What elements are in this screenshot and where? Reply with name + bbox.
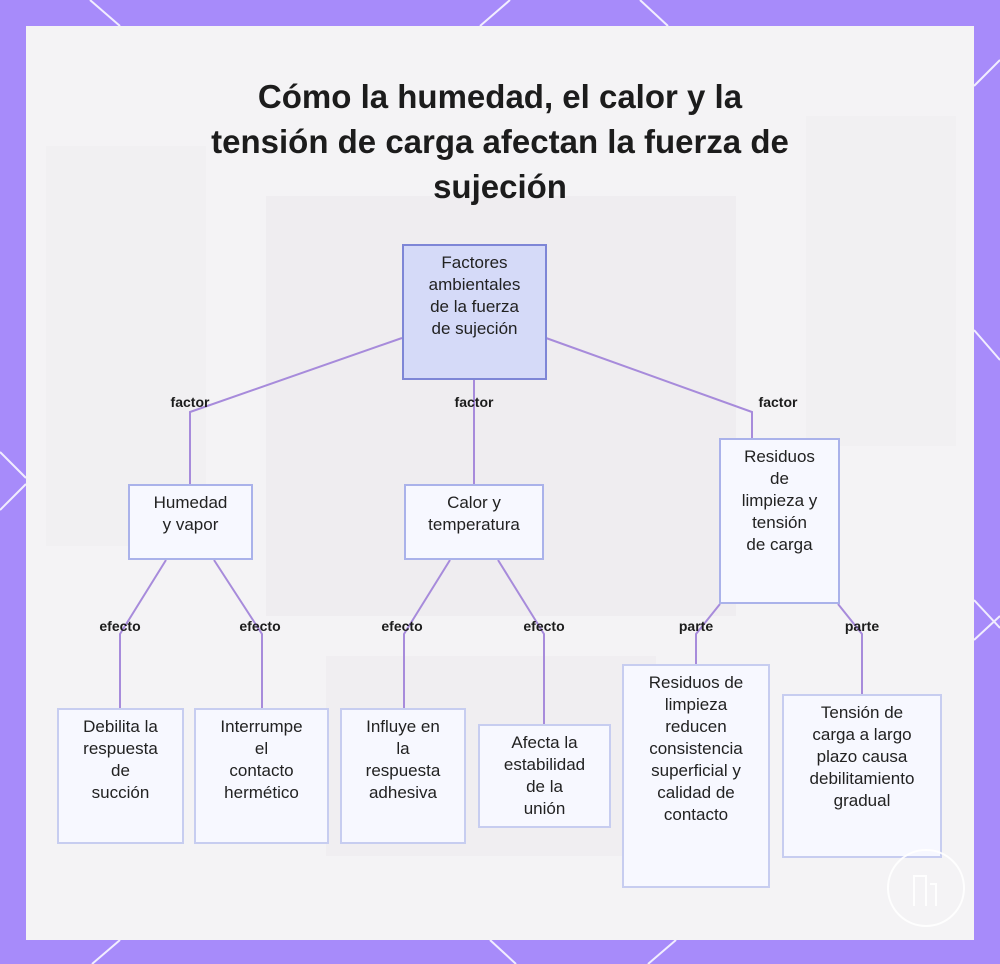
node-influye-adhesiva: Influye en la respuesta adhesiva: [340, 708, 466, 844]
node-humedad-vapor: Humedad y vapor: [128, 484, 253, 560]
diagram-title: Cómo la humedad, el calor y la tensión d…: [211, 78, 789, 205]
node-afecta-estabilidad: Afecta la estabilidad de la unión: [478, 724, 611, 828]
node-debilita-succion: Debilita la respuesta de succión: [57, 708, 184, 844]
node-interrumpe-contacto: Interrumpe el contacto hermético: [194, 708, 329, 844]
edge-label-parte: parte: [844, 618, 880, 634]
diagram-panel: Cómo la humedad, el calor y la tensión d…: [26, 26, 974, 940]
node-residuos-tension: Residuos de limpieza y tensión de carga: [719, 438, 840, 604]
edge-label-efecto: efecto: [523, 618, 565, 634]
edge-label-efecto: efecto: [381, 618, 423, 634]
edge-label-factor: factor: [758, 394, 798, 410]
edge-label-factor: factor: [454, 394, 494, 410]
brand-logo-icon: [887, 849, 965, 927]
connector-lines: [119, 337, 863, 724]
edge-label-parte: parte: [678, 618, 714, 634]
edge-label-efecto: efecto: [99, 618, 141, 634]
edge-label-factor: factor: [170, 394, 210, 410]
edge-root-humedad: [189, 337, 403, 484]
edge-calor-c2: [497, 559, 545, 724]
edge-residuos-r1: [695, 603, 721, 664]
node-calor-temperatura: Calor y temperatura: [404, 484, 544, 560]
node-tension-largo-plazo: Tensión de carga a largo plazo causa deb…: [782, 694, 942, 858]
edge-residuos-r2: [837, 603, 863, 694]
node-factores-ambientales: Factores ambientales de la fuerza de suj…: [402, 244, 547, 380]
node-residuos-reducen: Residuos de limpieza reducen consistenci…: [622, 664, 770, 888]
edge-humedad-h2: [213, 559, 263, 708]
edge-root-residuos: [545, 337, 753, 438]
edge-label-efecto: efecto: [239, 618, 281, 634]
edge-calor-c1: [403, 559, 451, 708]
edge-humedad-h1: [119, 559, 167, 708]
